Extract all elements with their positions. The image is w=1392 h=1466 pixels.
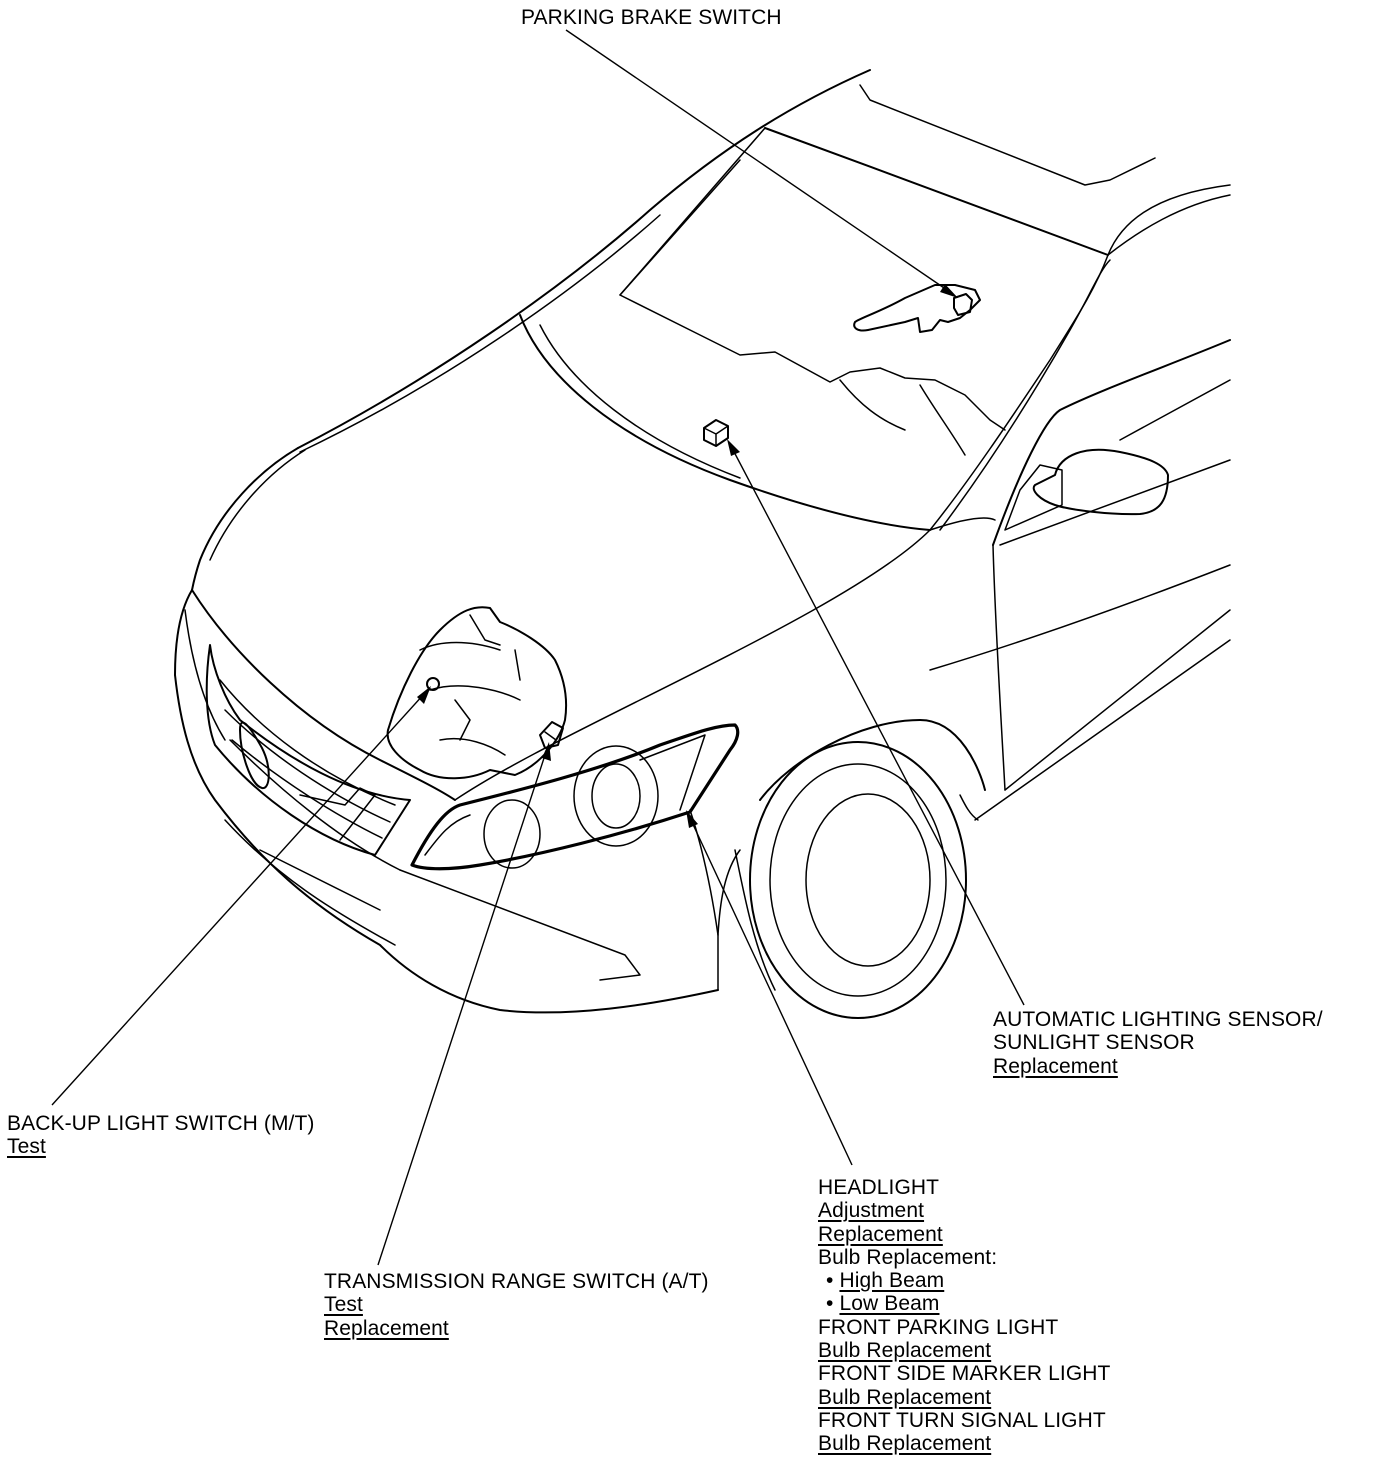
headlight-label-group: HEADLIGHT Adjustment Replacement Bulb Re… <box>818 1176 1110 1456</box>
bullet-icon: • <box>826 1269 834 1293</box>
auto-lighting-replacement-link[interactable]: Replacement <box>993 1054 1118 1078</box>
headlight-adjustment-link[interactable]: Adjustment <box>818 1199 925 1223</box>
front-parking-bulb-replacement-link[interactable]: Bulb Replacement <box>818 1339 992 1363</box>
backup-light-switch-label: BACK-UP LIGHT SWITCH (M/T) Test <box>7 1112 315 1159</box>
high-beam-item: •High Beam <box>818 1269 1110 1292</box>
transmission-range-switch-title: TRANSMISSION RANGE SWITCH (A/T) <box>324 1270 709 1293</box>
front-side-marker-light-title: FRONT SIDE MARKER LIGHT <box>818 1362 1111 1386</box>
backup-light-switch-title: BACK-UP LIGHT SWITCH (M/T) <box>7 1112 315 1135</box>
transmission-test-link[interactable]: Test <box>324 1293 363 1317</box>
low-beam-item: •Low Beam <box>818 1292 1110 1315</box>
parking-brake-switch-label: PARKING BRAKE SWITCH <box>521 6 782 29</box>
headlight-title: HEADLIGHT <box>818 1176 940 1199</box>
front-parking-light-title: FRONT PARKING LIGHT <box>818 1315 1059 1339</box>
headlight-bulb-heading: Bulb Replacement: <box>818 1245 998 1269</box>
auto-lighting-sensor-label: AUTOMATIC LIGHTING SENSOR/ SUNLIGHT SENS… <box>993 1008 1323 1078</box>
car-body-outline <box>174 69 1231 1019</box>
front-turn-signal-bulb-replacement-link[interactable]: Bulb Replacement <box>818 1432 992 1456</box>
transmission-replacement-link[interactable]: Replacement <box>324 1316 449 1340</box>
bullet-icon: • <box>826 1292 834 1316</box>
low-beam-link[interactable]: Low Beam <box>839 1292 940 1316</box>
front-side-marker-bulb-replacement-link[interactable]: Bulb Replacement <box>818 1385 992 1409</box>
sunlight-sensor-title: SUNLIGHT SENSOR <box>993 1031 1195 1055</box>
transmission-range-switch-label: TRANSMISSION RANGE SWITCH (A/T) Test Rep… <box>324 1270 709 1340</box>
headlight-replacement-link[interactable]: Replacement <box>818 1222 943 1246</box>
parking-brake-switch-title: PARKING BRAKE SWITCH <box>521 6 782 29</box>
front-turn-signal-light-title: FRONT TURN SIGNAL LIGHT <box>818 1408 1106 1432</box>
backup-light-test-link[interactable]: Test <box>7 1135 46 1159</box>
auto-lighting-sensor-title: AUTOMATIC LIGHTING SENSOR/ <box>993 1008 1323 1031</box>
high-beam-link[interactable]: High Beam <box>839 1269 945 1293</box>
leader-lines <box>51 29 1025 1266</box>
